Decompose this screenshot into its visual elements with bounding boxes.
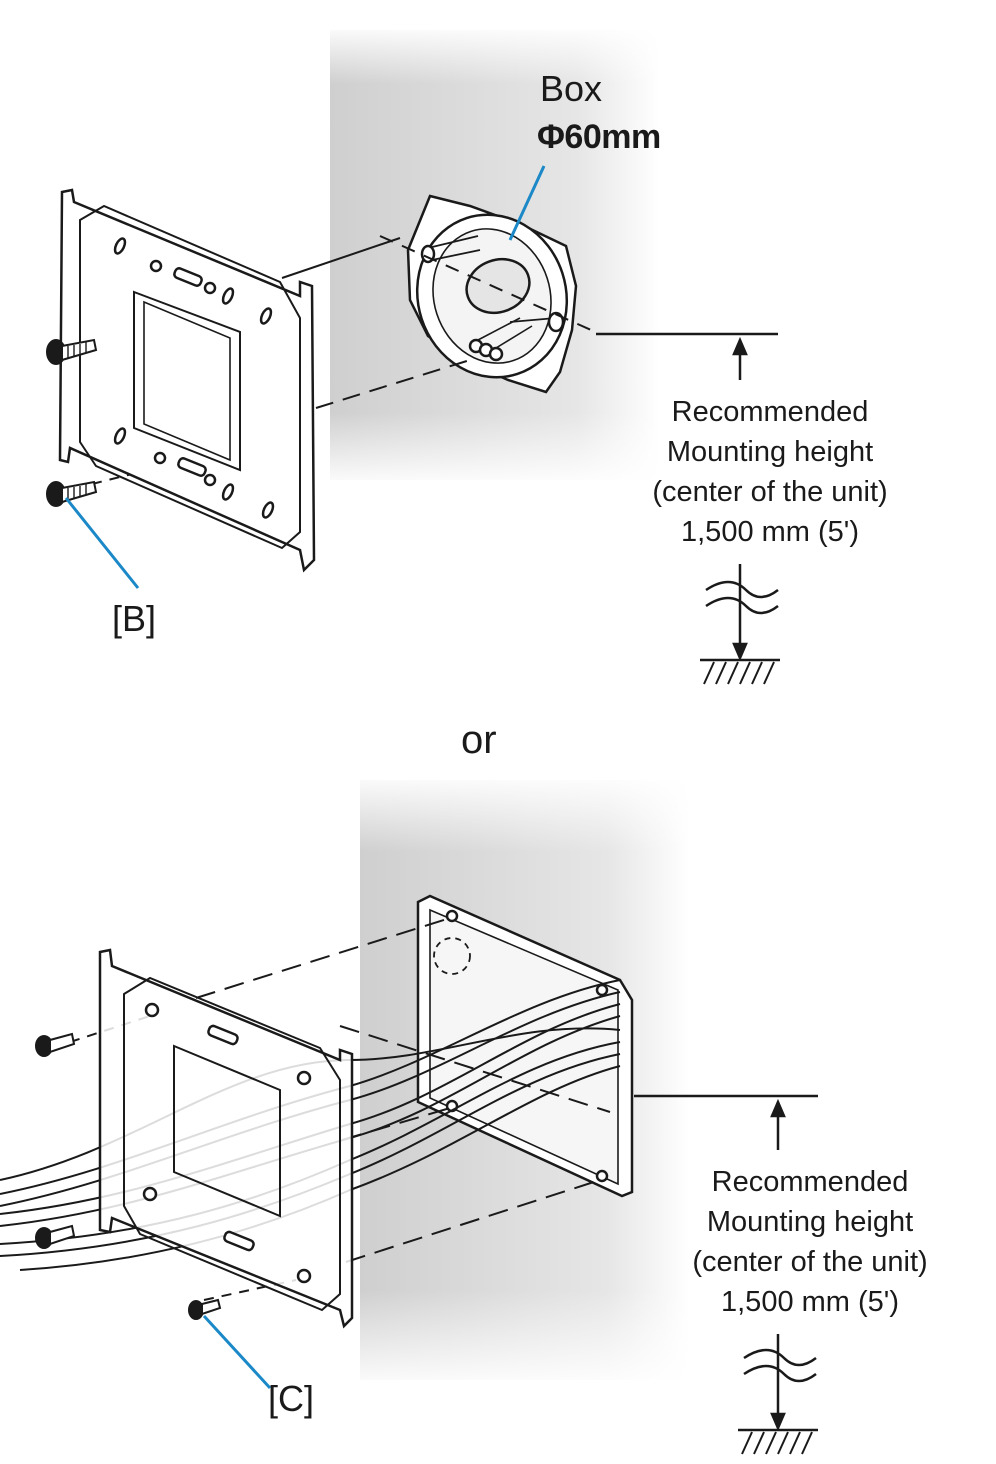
figure-2-square-box bbox=[0, 780, 818, 1455]
height-note-2: Recommended Mounting height (center of t… bbox=[660, 1162, 960, 1322]
figure-1-round-box bbox=[46, 30, 780, 685]
box-size-label: Φ60mm bbox=[537, 118, 661, 156]
screw-c-middle bbox=[35, 1224, 76, 1249]
mounting-plate-2 bbox=[98, 948, 354, 1329]
height-note-1-line1: Recommended bbox=[671, 396, 869, 428]
height-indicator-1 bbox=[596, 332, 780, 685]
height-note-1: Recommended Mounting height (center of t… bbox=[620, 392, 920, 552]
screw-b-top bbox=[46, 338, 98, 365]
wall-shadow-2 bbox=[360, 780, 690, 1380]
screw-c-leader-line bbox=[202, 1314, 272, 1390]
screw-c-label: [C] bbox=[268, 1378, 315, 1419]
screw-c-top bbox=[35, 1032, 76, 1057]
height-note-1-line2: Mounting height bbox=[666, 436, 874, 468]
screw-b-leader-line bbox=[64, 497, 140, 589]
screw-b-bottom bbox=[46, 480, 98, 507]
height-note-2-line2: Mounting height bbox=[706, 1206, 914, 1238]
square-box bbox=[416, 894, 634, 1198]
height-indicator-2 bbox=[634, 1094, 818, 1455]
box-leader-line bbox=[508, 165, 546, 241]
box-label: Box bbox=[540, 68, 603, 109]
height-note-2-line3: (center of the unit) bbox=[692, 1246, 928, 1278]
height-note-2-line4: 1,500 mm (5') bbox=[721, 1286, 899, 1318]
screw-b-label: [B] bbox=[112, 598, 157, 639]
screw-c-bottom bbox=[188, 1298, 222, 1320]
height-note-2-line1: Recommended bbox=[711, 1166, 909, 1198]
height-note-1-line3: (center of the unit) bbox=[652, 476, 888, 508]
height-note-1-line4: 1,500 mm (5') bbox=[681, 516, 859, 548]
or-separator: or bbox=[461, 718, 497, 762]
round-box bbox=[406, 194, 578, 394]
mounting-plate-1 bbox=[58, 188, 316, 573]
